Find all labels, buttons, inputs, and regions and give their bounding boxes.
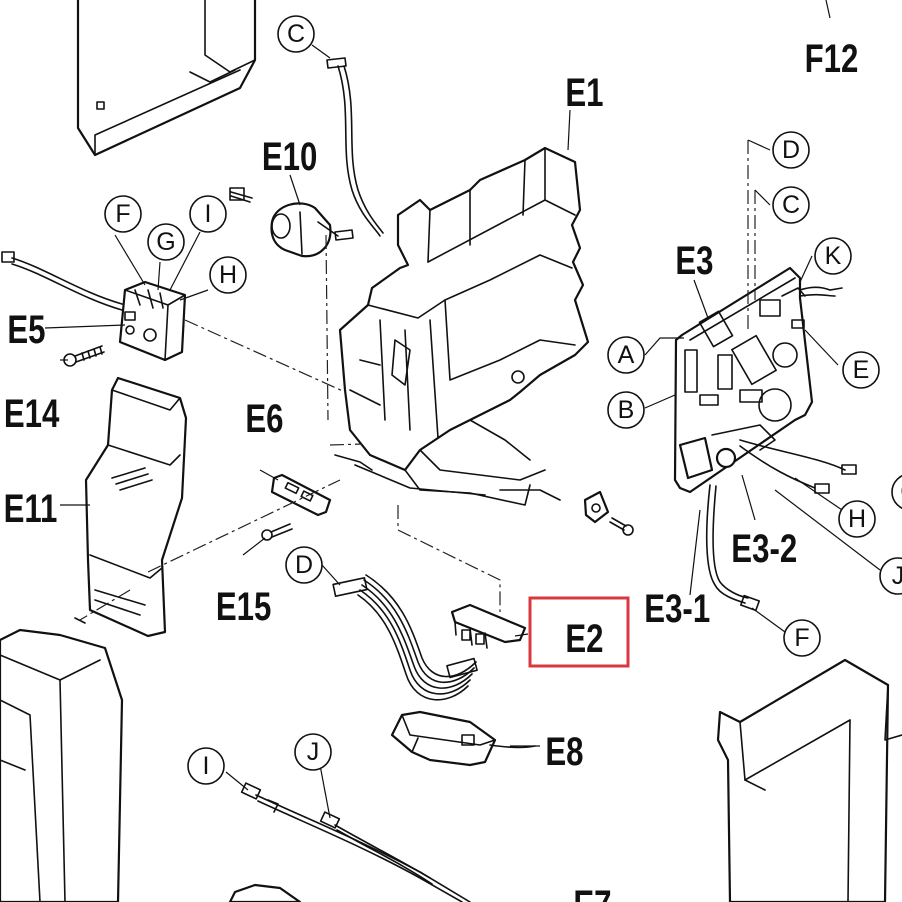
e7-part-drawing xyxy=(228,883,302,902)
callout-d-bottom-text: D xyxy=(295,551,313,579)
callout-h-right: H xyxy=(838,500,876,538)
e6-sensor-drawing xyxy=(270,473,332,517)
label-e2: E2 xyxy=(565,616,603,661)
callout-j-bottom: J xyxy=(294,733,332,771)
e5-terminal-block-drawing xyxy=(1,251,187,362)
label-e5: E5 xyxy=(7,307,45,352)
callout-b: B xyxy=(607,391,645,429)
callout-d-right-text: D xyxy=(782,136,800,164)
e2-board-drawing xyxy=(450,603,527,649)
label-e11: E11 xyxy=(4,486,58,531)
callout-c-top: C xyxy=(277,15,315,53)
callout-f-left: F xyxy=(104,195,142,233)
e15-screw-drawing xyxy=(261,523,293,541)
label-e3-2: E3-2 xyxy=(731,526,797,571)
flat-cable-d-drawing xyxy=(332,574,478,701)
callout-b-text: B xyxy=(618,396,635,424)
assembly-dashed-lines xyxy=(79,140,756,621)
callout-c-right-text: C xyxy=(782,191,800,219)
callout-f-left-text: F xyxy=(115,200,130,228)
e3-pcb-drawing xyxy=(673,266,857,612)
highlight-box-e2 xyxy=(528,596,630,668)
callout-e: E xyxy=(842,351,880,389)
callout-a-text: A xyxy=(618,341,635,369)
callout-f-bottom: F xyxy=(783,619,821,657)
callout-e-text: E xyxy=(853,356,870,384)
bottom-right-housing-drawing xyxy=(716,658,902,902)
label-e3: E3 xyxy=(675,238,713,283)
e14-screw-drawing xyxy=(63,345,105,367)
callout-h-left: H xyxy=(209,256,247,294)
clamp-drawing xyxy=(583,490,634,536)
callout-g-right: G xyxy=(891,474,902,510)
callout-d-right: D xyxy=(772,131,810,169)
top-left-bracket-drawing xyxy=(76,0,257,157)
label-e3-1: E3-1 xyxy=(644,586,710,631)
callout-g-right-text: G xyxy=(900,478,902,506)
callout-j-right: J xyxy=(879,557,902,595)
cable-c-drawing xyxy=(326,57,384,241)
label-e10: E10 xyxy=(262,134,318,179)
callout-h-left-text: H xyxy=(219,261,237,289)
callout-c-right: C xyxy=(772,186,810,224)
callout-f-bottom-text: F xyxy=(794,624,809,652)
label-e7: E7 xyxy=(573,882,611,902)
callout-g-text: G xyxy=(156,228,175,256)
callout-i-top-text: I xyxy=(205,200,212,228)
e1-main-frame-drawing xyxy=(334,146,590,506)
callout-k-text: K xyxy=(825,242,842,270)
callout-h-right-text: H xyxy=(848,505,866,533)
e8-part-drawing xyxy=(390,710,536,767)
callout-g: G xyxy=(147,223,185,261)
label-e6: E6 xyxy=(245,396,283,441)
callout-c-top-text: C xyxy=(287,20,305,48)
callout-i-top: I xyxy=(189,195,227,233)
callout-j-bottom-text: J xyxy=(307,738,320,766)
label-e1: E1 xyxy=(565,70,603,115)
label-e15: E15 xyxy=(216,584,272,629)
leader-lines xyxy=(44,0,881,819)
bottom-left-housing-drawing xyxy=(0,628,124,902)
callout-k: K xyxy=(814,237,852,275)
callout-j-right-text: J xyxy=(892,562,902,590)
callout-d-bottom: D xyxy=(285,546,323,584)
callout-i-bottom: I xyxy=(187,747,225,785)
e10-motor-drawing xyxy=(229,187,339,258)
label-e14: E14 xyxy=(4,391,60,436)
label-e8: E8 xyxy=(545,729,583,774)
callout-i-bottom-text: I xyxy=(203,752,210,780)
callout-a: A xyxy=(607,336,645,374)
e11-cover-drawing xyxy=(74,376,188,638)
bottom-wires-drawing xyxy=(240,782,471,902)
label-f12: F12 xyxy=(805,36,859,81)
